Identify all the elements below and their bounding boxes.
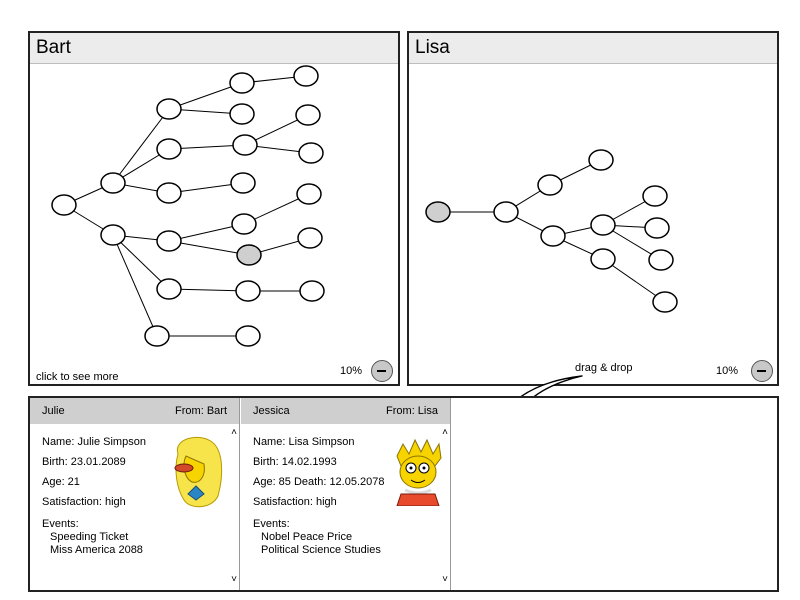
lisa-tree-nodes — [425, 149, 678, 313]
tree-node[interactable] — [156, 138, 182, 160]
bart-tree-edges — [63, 75, 312, 337]
tree-node[interactable] — [156, 182, 182, 204]
card-birth: Birth: 14.02.1993 — [253, 456, 337, 468]
tree-node[interactable] — [231, 213, 257, 235]
card-header: Jessica From: Lisa — [241, 398, 450, 424]
card-header: Julie From: Bart — [30, 398, 239, 424]
bart-tree — [51, 65, 325, 347]
card-events-label: Events: — [42, 518, 79, 530]
tree-node[interactable] — [293, 65, 319, 87]
tree-node[interactable] — [297, 227, 323, 249]
tree-node[interactable] — [493, 201, 519, 223]
tree-node[interactable] — [229, 103, 255, 125]
tree-node[interactable] — [232, 134, 258, 156]
card-age: Age: 85 Death: 12.05.2078 — [253, 476, 385, 488]
lisa-zoom-out-button[interactable] — [751, 360, 773, 382]
scroll-down-arrow-icon[interactable]: ˅ — [442, 574, 448, 585]
bart-zoom-level: 10% — [340, 365, 363, 377]
card-satisfaction: Satisfaction: high — [253, 496, 337, 508]
card-age: Age: 21 — [42, 476, 80, 488]
scroll-down-arrow-icon[interactable]: ˅ — [231, 574, 237, 585]
tree-node[interactable] — [296, 183, 322, 205]
tree-node[interactable] — [652, 291, 678, 313]
person-cards-panel: Julie From: Bart Name: Julie Simpson Bir… — [28, 396, 779, 592]
card-origin: From: Bart — [175, 405, 227, 417]
tree-node[interactable] — [156, 230, 182, 252]
card-birth: Birth: 23.01.2089 — [42, 456, 126, 468]
tree-node[interactable] — [156, 98, 182, 120]
tree-node[interactable] — [230, 172, 256, 194]
lisa-portrait-image — [396, 438, 442, 506]
bart-tree-panel: Bart — [28, 31, 400, 386]
julie-portrait-image — [174, 436, 223, 508]
tree-node[interactable] — [235, 280, 261, 302]
tree-node[interactable] — [156, 278, 182, 300]
card-nickname: Jessica — [253, 405, 290, 417]
person-card[interactable]: Jessica From: Lisa Name: Lisa Simpson Bi… — [241, 398, 451, 590]
bart-tree-nodes — [51, 65, 325, 347]
tree-node[interactable] — [590, 214, 616, 236]
card-satisfaction: Satisfaction: high — [42, 496, 126, 508]
tree-node[interactable] — [537, 174, 563, 196]
tree-node[interactable] — [51, 194, 77, 216]
tree-node[interactable] — [144, 325, 170, 347]
lisa-panel-title: Lisa — [409, 33, 777, 64]
scroll-up-arrow-icon[interactable]: ˄ — [442, 427, 448, 438]
card-full-name: Name: Lisa Simpson — [253, 436, 355, 448]
bart-panel-title: Bart — [30, 33, 398, 64]
selected-tree-node[interactable] — [236, 244, 262, 266]
lisa-tree-panel: Lisa drag & drop 10% — [407, 31, 779, 386]
drag-and-drop-hint: drag & drop — [575, 362, 633, 374]
card-event: Speeding Ticket — [50, 531, 129, 543]
tree-node[interactable] — [299, 280, 325, 302]
tree-node[interactable] — [648, 249, 674, 271]
lisa-zoom-level: 10% — [716, 365, 739, 377]
root-tree-node[interactable] — [425, 201, 451, 223]
tree-node[interactable] — [100, 172, 126, 194]
person-card[interactable]: Julie From: Bart Name: Julie Simpson Bir… — [30, 398, 240, 590]
card-origin: From: Lisa — [386, 405, 438, 417]
bart-zoom-out-button[interactable] — [371, 360, 393, 382]
click-to-see-more-hint: click to see more — [36, 371, 119, 383]
card-nickname: Julie — [42, 405, 65, 417]
card-event: Nobel Peace Price — [261, 531, 353, 543]
tree-node[interactable] — [590, 248, 616, 270]
card-full-name: Name: Julie Simpson — [42, 436, 146, 448]
tree-node[interactable] — [540, 225, 566, 247]
lisa-tree — [425, 149, 678, 313]
tree-node[interactable] — [588, 149, 614, 171]
tree-node[interactable] — [298, 142, 324, 164]
tree-node[interactable] — [295, 104, 321, 126]
card-event: Political Science Studies — [261, 544, 381, 556]
tree-node[interactable] — [642, 185, 668, 207]
tree-node[interactable] — [229, 72, 255, 94]
tree-node[interactable] — [235, 325, 261, 347]
card-event: Miss America 2088 — [50, 544, 143, 556]
tree-node[interactable] — [100, 224, 126, 246]
scroll-up-arrow-icon[interactable]: ˄ — [231, 427, 237, 438]
tree-node[interactable] — [644, 217, 670, 239]
card-events-label: Events: — [253, 518, 290, 530]
